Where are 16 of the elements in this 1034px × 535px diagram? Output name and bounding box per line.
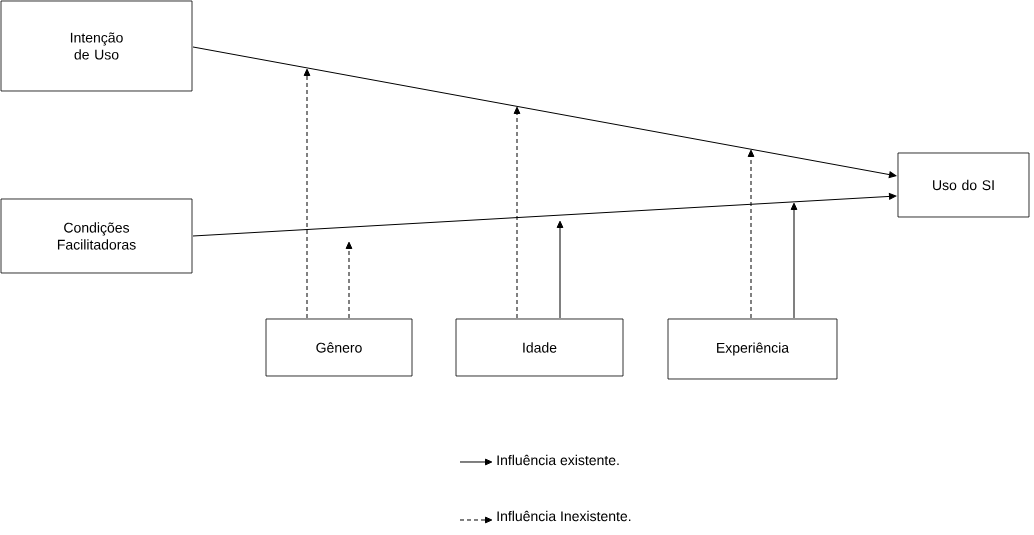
arrow	[192, 193, 897, 237]
arrow	[556, 220, 564, 319]
process-box: Intenção de Uso	[0, 0, 193, 92]
arrow	[345, 241, 353, 319]
arrow	[747, 149, 755, 319]
arrow	[790, 202, 798, 319]
legend-text: Influência Inexistente.	[497, 510, 631, 522]
process-box: Experiência	[667, 318, 838, 380]
process-box: Idade	[455, 318, 624, 377]
arrow	[303, 68, 311, 319]
process-box: Condições Facilitadoras	[0, 198, 193, 274]
process-box: Uso do SI	[897, 152, 1030, 218]
arrow	[513, 106, 521, 319]
process-box: Gênero	[265, 318, 413, 377]
arrow	[192, 46, 897, 178]
legend-text: Influência existente.	[497, 454, 619, 466]
